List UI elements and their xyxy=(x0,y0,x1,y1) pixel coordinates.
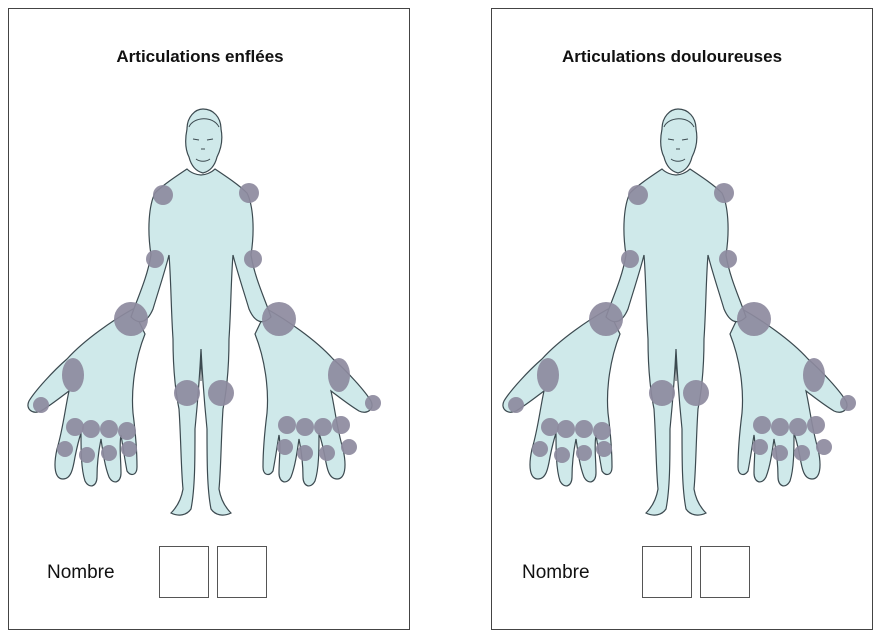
body-joint-diagram xyxy=(492,9,872,529)
swollen-joints-panel: Articulations enflées Nombre xyxy=(8,8,410,630)
painful-joints-panel: Articulations douloureuses Nombre xyxy=(491,8,873,630)
count-label: Nombre xyxy=(522,562,590,584)
count-digit-box-1[interactable] xyxy=(642,546,692,598)
count-digit-box-2[interactable] xyxy=(700,546,750,598)
count-label: Nombre xyxy=(47,562,115,584)
count-digit-box-1[interactable] xyxy=(159,546,209,598)
count-digit-box-2[interactable] xyxy=(217,546,267,598)
body-joint-diagram xyxy=(9,9,409,529)
